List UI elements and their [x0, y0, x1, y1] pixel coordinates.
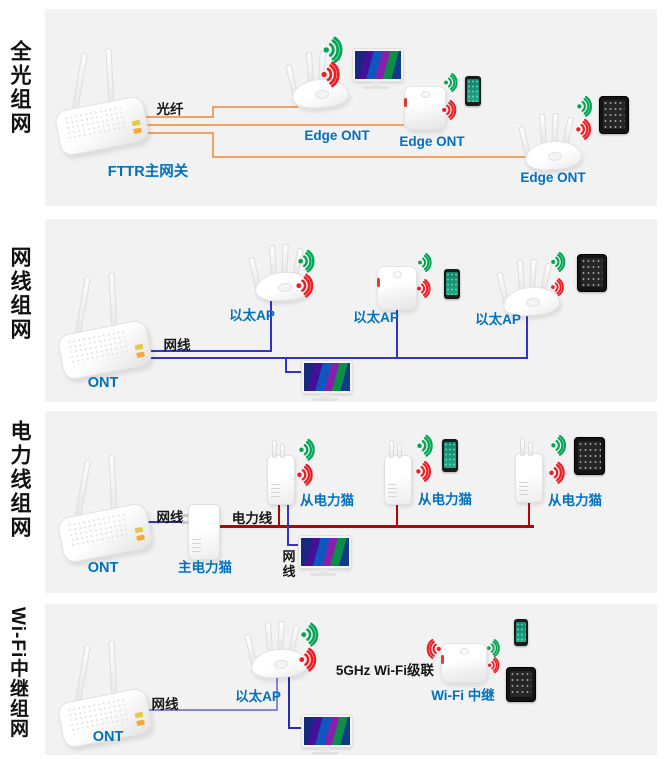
fiber-line [212, 106, 298, 108]
ethernet-line [285, 371, 305, 373]
edge-ont-label: Edge ONT [399, 134, 465, 149]
ethernet-ap-label: 以太AP [475, 312, 521, 327]
wifi-signal-icon [298, 647, 323, 672]
edge-ont-label: Edge ONT [520, 170, 586, 185]
smartphone-icon [442, 439, 458, 472]
wifi-cascade-label: 5GHz Wi-Fi级联 [335, 663, 435, 678]
tablet-icon [506, 667, 536, 702]
ethernet-ap-label: 以太AP [229, 308, 275, 323]
tablet-icon [599, 96, 629, 134]
fiber-line [126, 124, 404, 126]
wifi-signal-icon [296, 463, 319, 486]
ethernet-line [287, 544, 301, 546]
wifi-signal-icon [320, 61, 347, 88]
ethernet-line [270, 297, 272, 352]
wifi-signal-icon [300, 622, 325, 647]
tablet-icon [574, 437, 605, 475]
slave-powerline-adapter-device [515, 438, 543, 503]
panel-fiber-networking [45, 9, 657, 206]
wifi-signal-icon [415, 460, 437, 482]
ethernet-link-label: 网线 [156, 510, 184, 525]
wifi-signal-icon [576, 95, 598, 117]
wifi-signal-icon [443, 72, 463, 93]
gateway-label: ONT [92, 729, 124, 745]
ethernet-line [396, 306, 398, 359]
slave-powerline-adapter-device [384, 440, 412, 505]
fiber-link-label: 光纤 [156, 102, 184, 117]
wifi-signal-icon [550, 251, 571, 272]
section-title-powerline: 电力线组网 [8, 420, 31, 540]
tv-icon [301, 360, 353, 401]
ethernet-ap-label: 以太AP [353, 310, 399, 325]
section-title-wifi-repeater: Wi-Fi中继组网 [7, 607, 28, 739]
panel-powerline-networking [45, 411, 657, 593]
fiber-line [126, 132, 214, 134]
wifi-signal-icon [297, 249, 321, 273]
ethernet-line [118, 521, 190, 523]
ethernet-line [285, 357, 287, 373]
smartphone-icon [444, 269, 460, 299]
tablet-icon [577, 254, 607, 292]
fiber-line [212, 156, 540, 158]
ont-device [56, 271, 158, 382]
powerline-line [396, 503, 398, 527]
slave-powerline-adapter-device [267, 440, 295, 505]
ethernet-line [288, 672, 290, 729]
tv-icon [298, 535, 352, 576]
wifi-signal-icon [487, 657, 504, 674]
fttr-gateway-device [53, 47, 155, 158]
powerline-line [216, 525, 534, 528]
wifi-signal-icon [548, 461, 571, 484]
gateway-label: ONT [87, 560, 119, 576]
ethernet-line [118, 709, 278, 711]
gateway-label: ONT [87, 375, 119, 391]
ethernet-line [122, 357, 528, 359]
ethernet-line [288, 727, 306, 729]
wifi-repeater-label: Wi-Fi 中继 [431, 688, 495, 703]
ethernet-link-label: 网线 [151, 697, 179, 712]
wifi-signal-icon [550, 278, 569, 297]
wifi-signal-icon [486, 639, 505, 658]
powerline-line [278, 503, 280, 527]
ethernet-ap-label: 以太AP [235, 689, 281, 704]
wifi-signal-icon [550, 434, 572, 456]
powerline-line [528, 501, 530, 527]
fiber-line [212, 107, 214, 117]
edge-ont-label: Edge ONT [304, 128, 370, 143]
wifi-signal-icon [416, 434, 439, 457]
wifi-signal-icon [295, 273, 320, 298]
ont-device [56, 454, 158, 565]
wifi-signal-icon [575, 118, 597, 140]
ethernet-line [526, 312, 528, 359]
slave-powerline-label: 从电力猫 [300, 493, 354, 508]
section-title-fiber: 全光组网 [8, 40, 31, 136]
ethernet-line [122, 350, 272, 352]
ethernet-line [276, 676, 278, 711]
wifi-signal-icon [441, 99, 462, 120]
gateway-label: FTTR主网关 [107, 164, 189, 180]
wifi-signal-icon [421, 638, 442, 659]
wifi-signal-icon [322, 36, 350, 64]
ethernet-link-label: 网线 [163, 338, 191, 353]
ethernet-ap-cube-device [377, 266, 417, 310]
ethernet-line [287, 503, 289, 546]
master-powerline-adapter-device [182, 504, 220, 560]
fiber-line [212, 132, 214, 158]
powerline-link-label: 电力线 [231, 511, 273, 526]
wifi-repeater-device [441, 643, 487, 683]
edge-ont-cube-device [404, 86, 446, 130]
smartphone-icon [465, 76, 481, 106]
tv-icon [301, 714, 353, 755]
wifi-signal-icon [298, 438, 321, 461]
section-title-ethernet: 网线组网 [8, 246, 31, 342]
tv-ethernet-link-label: 网线 [282, 549, 296, 579]
smartphone-icon [514, 619, 528, 646]
wifi-signal-icon [417, 252, 437, 273]
fiber-line [126, 116, 214, 118]
master-powerline-label: 主电力猫 [178, 560, 232, 575]
tv-icon [352, 48, 404, 89]
wifi-signal-icon [416, 278, 436, 299]
slave-powerline-label: 从电力猫 [548, 493, 602, 508]
slave-powerline-label: 从电力猫 [418, 492, 472, 507]
